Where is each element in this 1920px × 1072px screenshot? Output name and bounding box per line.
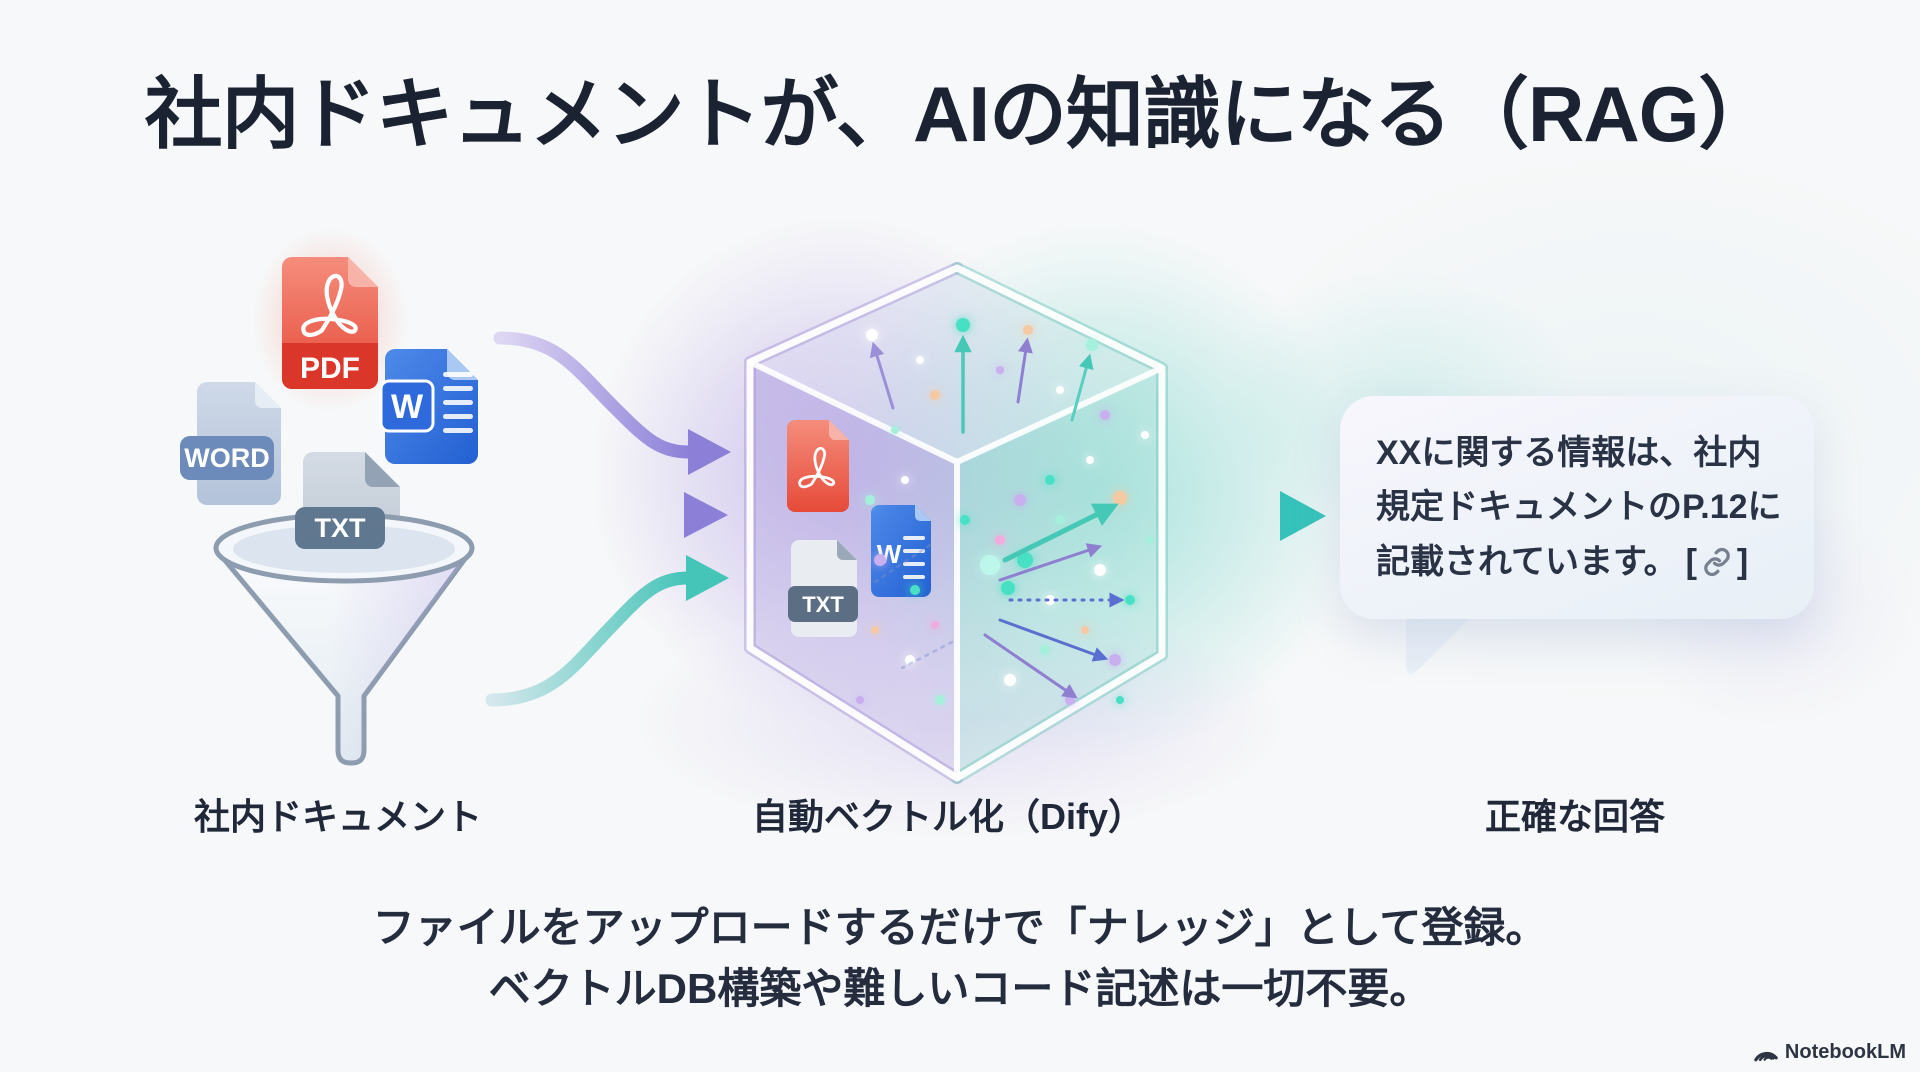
answer-bubble: XXに関する情報は、社内 規定ドキュメントのP.12に 記載されています。[ ]	[1340, 396, 1814, 620]
footer-line-2: ベクトルDB構築や難しいコード記述は一切不要。	[488, 964, 1432, 1012]
answer-line-3-text: 記載されています。	[1376, 542, 1678, 581]
stage-label-vectorization: 自動ベクトル化（Dify）	[751, 796, 1145, 837]
cube-txt-badge-label: TXT	[802, 592, 844, 617]
documents-group: WORD TXT	[180, 257, 478, 766]
brand-name: NotebookLM	[1784, 1041, 1906, 1063]
input-arrows	[485, 331, 731, 707]
link-icon	[1704, 547, 1730, 576]
notebooklm-icon	[1754, 1051, 1778, 1062]
cube-mini-pdf-icon	[787, 420, 849, 512]
vector-cube: W TXT	[744, 262, 1168, 784]
brand-footer: NotebookLM	[1753, 1041, 1906, 1064]
bracket-open: [	[1685, 542, 1697, 581]
txt-badge-label: TXT	[315, 513, 367, 543]
pdf-file-icon: PDF	[282, 257, 378, 389]
footer-caption: ファイルをアップロードするだけで「ナレッジ」として登録。 ベクトルDB構築や難し…	[0, 898, 1920, 1020]
word-doc-icon: WORD	[180, 382, 281, 505]
answer-line-1: XXに関する情報は、社内	[1376, 434, 1762, 472]
answer-line-3: 記載されています。[ ]	[1376, 535, 1778, 589]
funnel-icon	[213, 512, 475, 766]
txt-badge: TXT	[295, 507, 385, 549]
pdf-label: PDF	[300, 352, 360, 385]
cube-mini-word-icon: W	[871, 505, 931, 597]
bracket-close: ]	[1736, 542, 1749, 581]
bubble-tail	[1406, 612, 1472, 674]
answer-line-2: 規定ドキュメントのP.12に	[1376, 488, 1782, 527]
slide-title: 社内ドキュメントが、AIの知識になる（RAG）	[144, 70, 1777, 158]
stage-label-answer: 正確な回答	[1484, 796, 1666, 837]
vector-arrows	[869, 334, 1125, 699]
word-letter: W	[391, 388, 424, 426]
stage-label-documents: 社内ドキュメント	[193, 796, 483, 837]
word-badge-label: WORD	[184, 443, 269, 473]
output-arrow	[1193, 491, 1326, 541]
footer-line-1: ファイルをアップロードするだけで「ナレッジ」として登録。	[372, 904, 1548, 951]
cube-mini-txt-icon: TXT	[788, 540, 858, 637]
word-file-icon: W	[379, 349, 478, 464]
